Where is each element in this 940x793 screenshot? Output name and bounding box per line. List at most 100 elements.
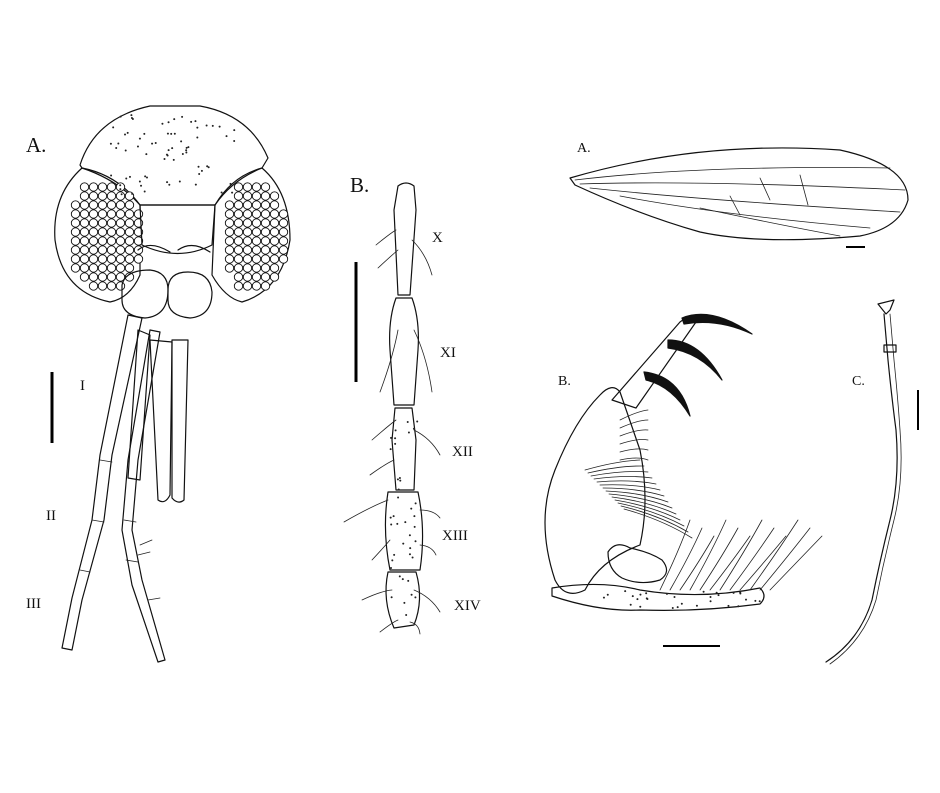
seta-dot — [737, 605, 740, 608]
eye-facet — [269, 209, 280, 219]
seta-dot — [680, 602, 683, 605]
panel-b-label-left: B. — [350, 173, 369, 197]
seta-dot — [185, 151, 188, 154]
eye-facet — [224, 263, 235, 273]
eye-facet — [88, 182, 99, 192]
eye-facet — [124, 236, 135, 246]
segment-label-xii: XII — [452, 444, 473, 460]
seta-dot — [200, 169, 203, 172]
seta-dot — [671, 606, 674, 609]
eye-facet — [124, 254, 135, 264]
palp-1 — [149, 339, 173, 503]
seta-dot — [145, 176, 148, 179]
eye-facet — [242, 209, 253, 219]
panel-c-label-right: C. — [852, 374, 865, 389]
clypeus — [139, 204, 216, 254]
eye-facet — [124, 227, 135, 237]
eye-facet — [88, 254, 99, 264]
bristle — [699, 527, 739, 591]
palp-2 — [171, 339, 189, 503]
eye-facet — [242, 200, 253, 210]
eye-facet — [251, 191, 262, 201]
seta-dot — [136, 145, 139, 148]
seta-dot — [185, 149, 188, 152]
seta-dot — [185, 146, 188, 149]
filament-stem — [825, 313, 898, 663]
eye-facet — [88, 209, 99, 219]
eye-facet — [97, 272, 108, 282]
claw-2 — [667, 339, 723, 381]
frons-setae — [109, 114, 236, 196]
seta-dot — [187, 146, 190, 149]
seta-dot — [416, 420, 419, 423]
seta-dot — [128, 175, 131, 178]
wing-vein-3 — [589, 187, 901, 213]
bristle — [619, 429, 649, 437]
eye-facet — [242, 281, 253, 291]
eye-facet — [251, 227, 262, 237]
seta-dot — [709, 596, 712, 599]
seta-dot — [124, 149, 127, 152]
bristle — [614, 499, 681, 521]
eye-facet — [124, 263, 135, 273]
seta-dot — [411, 556, 414, 559]
eye-facet — [88, 236, 99, 246]
eye-facet — [242, 254, 253, 264]
eye-facet — [224, 200, 235, 210]
bristle — [590, 471, 649, 477]
segment-xiv — [385, 571, 421, 629]
basal-lobe — [551, 583, 765, 611]
eye-facet — [269, 200, 280, 210]
eye-facet — [224, 227, 235, 237]
bristle — [619, 439, 649, 445]
antenna-right — [121, 329, 166, 663]
filament-drawing — [825, 299, 902, 665]
seta-dot — [173, 132, 176, 135]
wing-vein-2 — [579, 182, 906, 191]
bristle — [611, 496, 677, 515]
eye-facet — [242, 227, 253, 237]
head-drawing — [54, 105, 291, 663]
seta-dot — [702, 590, 705, 593]
seta-dot — [397, 496, 400, 499]
eye-facet — [260, 281, 271, 291]
seta-dot — [412, 427, 415, 430]
eye-facet — [260, 263, 271, 273]
seta-dot — [396, 478, 399, 481]
eye-facet — [79, 263, 90, 273]
eye-facet — [242, 182, 253, 192]
seta-dot — [190, 120, 193, 123]
eye-facet — [133, 227, 144, 237]
bristle — [669, 527, 703, 591]
seta-dot — [207, 166, 210, 169]
bristle — [608, 493, 673, 509]
seta-dot — [119, 188, 122, 191]
eye-facet — [224, 218, 235, 228]
seta-dot — [194, 120, 197, 123]
seta-dot — [715, 591, 718, 594]
eye-facet — [79, 209, 90, 219]
bristle — [375, 229, 397, 246]
eye-facet — [70, 218, 81, 228]
eye-facet — [88, 281, 99, 291]
right-torus — [167, 271, 213, 319]
eye-facet — [251, 209, 262, 219]
wing-vein-5 — [699, 207, 841, 237]
seta-dot — [171, 147, 174, 150]
eye-facet — [115, 245, 126, 255]
seta-dot — [398, 575, 401, 578]
seta-dot — [631, 595, 634, 598]
eye-facet — [251, 236, 262, 246]
seta-dot — [392, 515, 395, 518]
seta-dot — [138, 180, 141, 183]
bristle — [584, 459, 641, 471]
seta-dot — [161, 122, 164, 125]
eye-facet — [251, 200, 262, 210]
eye-facet — [70, 227, 81, 237]
eye-facet — [79, 245, 90, 255]
eye-facet — [88, 227, 99, 237]
eye-facet — [79, 254, 90, 264]
eye-facet — [233, 200, 244, 210]
eye-facet — [106, 218, 117, 228]
seta-dot — [110, 174, 113, 177]
